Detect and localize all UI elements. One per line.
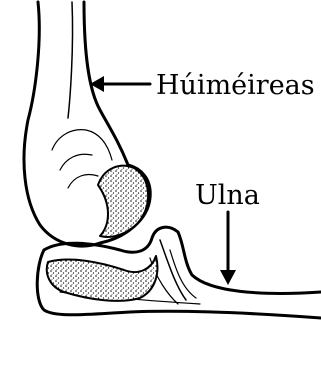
humerus-cartilage — [98, 166, 148, 237]
humerus-contour — [52, 130, 112, 160]
humerus-label: Húiméireas — [156, 72, 315, 99]
humerus-contour — [60, 154, 98, 188]
ulna-label: Ulna — [195, 182, 260, 209]
humerus-contour — [68, 2, 73, 118]
ulna-arrow-head — [220, 270, 236, 285]
ulna-cartilage — [47, 256, 158, 301]
